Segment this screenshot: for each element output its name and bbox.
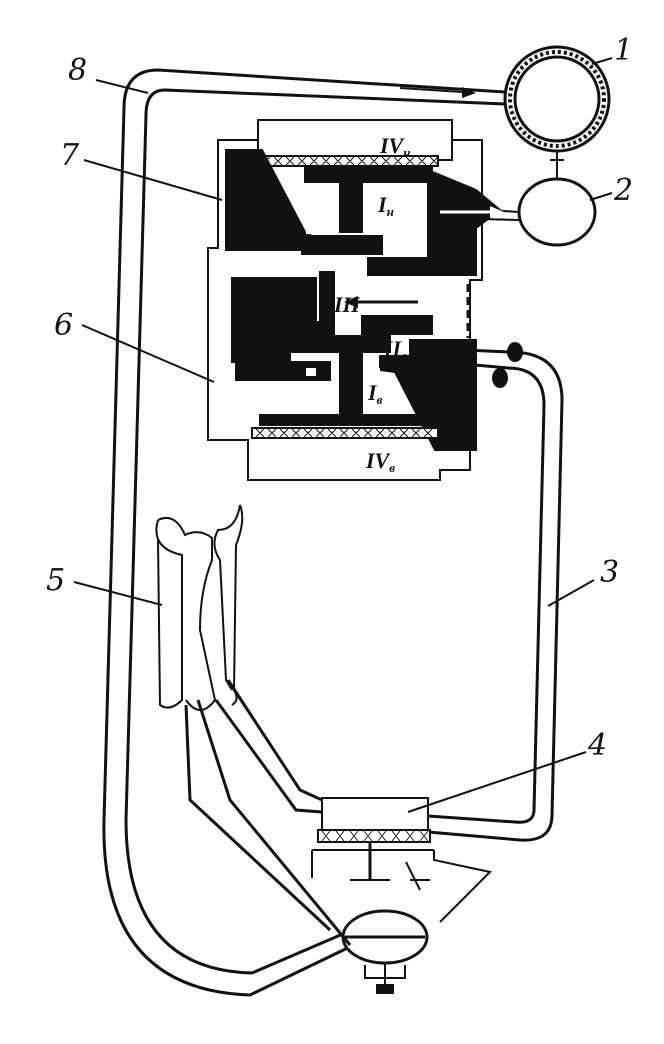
leader-7	[83, 159, 223, 201]
upper-right-mass	[367, 168, 502, 276]
lower-right-mass	[379, 339, 477, 451]
chamber-4	[311, 797, 493, 923]
callout-leaders	[73, 57, 613, 813]
vessel-2	[439, 177, 597, 247]
pipe-3	[419, 342, 564, 842]
callout-4: 4	[587, 728, 607, 763]
label-ii-v: IIв	[383, 336, 407, 363]
label-ii-n: IIн	[383, 252, 408, 279]
label-i-v: Iв	[367, 380, 383, 407]
callout-7: 7	[60, 138, 80, 173]
leader-6	[81, 324, 215, 383]
callout-1: 1	[614, 33, 633, 68]
callout-8: 8	[68, 53, 87, 88]
apparatus-housing	[207, 119, 504, 481]
pipe-8	[102, 68, 506, 997]
bottom-valve	[341, 909, 429, 994]
label-i-n: Iн	[377, 192, 394, 219]
lower-cross-bar	[361, 315, 433, 335]
leader-1	[591, 57, 613, 65]
top-filter-mesh	[257, 155, 439, 167]
leader-4	[407, 751, 587, 813]
label-iv-v: IVв	[365, 448, 395, 475]
callout-3: 3	[600, 555, 619, 590]
upper-t-bar	[304, 167, 433, 233]
label-iv-n: IVн	[379, 133, 410, 160]
upper-cross-bar	[301, 235, 383, 255]
callout-6: 6	[54, 308, 73, 343]
label-iii: III	[333, 292, 361, 317]
leader-8	[95, 79, 149, 94]
separator-5	[155, 504, 352, 946]
middle-stem	[319, 271, 335, 341]
callout-2: 2	[613, 173, 633, 208]
leader-3	[547, 579, 595, 607]
callout-5: 5	[46, 563, 65, 598]
flow-arrow-pipe-8	[399, 87, 463, 93]
leader-5	[73, 581, 163, 606]
leader-2	[589, 192, 613, 201]
flow-arrowhead-pipe-8	[462, 87, 476, 98]
bottom-filter-mesh	[251, 427, 439, 439]
